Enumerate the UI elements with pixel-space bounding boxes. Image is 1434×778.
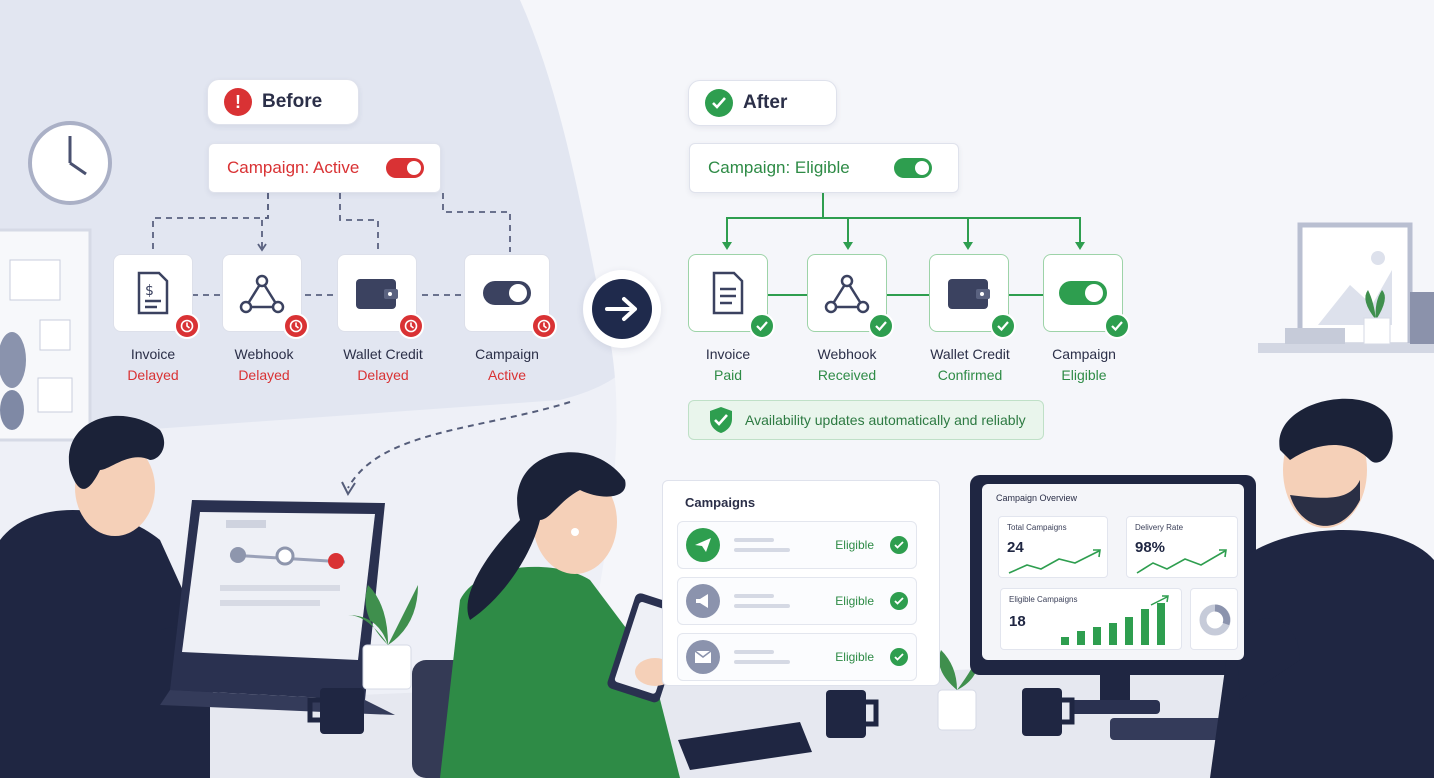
send-icon xyxy=(686,528,720,562)
campaigns-panel: Campaigns Eligible Eligible Eligible xyxy=(662,480,940,686)
check-icon xyxy=(868,313,894,339)
arrow-right-icon xyxy=(605,297,637,321)
before-campaign-status: Campaign: Active xyxy=(208,143,441,193)
campaign-row[interactable]: Eligible xyxy=(677,521,917,569)
svg-text:$: $ xyxy=(145,283,154,299)
after-webhook-node xyxy=(807,254,894,339)
after-campaign-status: Campaign: Eligible xyxy=(689,143,959,193)
webhook-icon xyxy=(239,274,285,314)
before-wallet-node xyxy=(337,254,424,339)
mail-icon xyxy=(686,640,720,674)
overview-title: Campaign Overview xyxy=(996,493,1078,503)
clock-icon xyxy=(531,313,557,339)
check-circle-icon xyxy=(705,89,733,117)
check-icon xyxy=(990,313,1016,339)
campaigns-panel-title: Campaigns xyxy=(685,495,756,510)
check-icon xyxy=(890,648,908,666)
toggle-icon xyxy=(894,158,932,178)
total-campaigns-card: Total Campaigns 24 xyxy=(998,516,1108,578)
before-heading: ! Before xyxy=(207,79,359,125)
wall-clock-icon xyxy=(28,121,112,205)
shield-check-icon xyxy=(710,407,732,433)
toggle-icon xyxy=(483,281,531,305)
invoice-icon: $ xyxy=(137,271,169,315)
clock-icon xyxy=(398,313,424,339)
check-icon xyxy=(890,592,908,610)
trend-up-icon xyxy=(1136,549,1227,574)
eligible-campaigns-card: Eligible Campaigns 18 xyxy=(1000,588,1182,650)
before-webhook-node xyxy=(222,254,309,339)
bar-chart-icon xyxy=(1061,595,1169,645)
toggle-icon xyxy=(386,158,424,178)
wallet-icon xyxy=(356,279,398,309)
campaign-overview-screen: Campaign Overview Total Campaigns 24 Del… xyxy=(982,484,1244,660)
availability-note: Availability updates automatically and r… xyxy=(688,400,1044,440)
delivery-rate-card: Delivery Rate 98% xyxy=(1126,516,1238,578)
before-campaign-node xyxy=(464,254,557,339)
check-icon xyxy=(1104,313,1130,339)
megaphone-icon xyxy=(686,584,720,618)
campaign-row[interactable]: Eligible xyxy=(677,633,917,681)
invoice-icon xyxy=(712,271,744,315)
after-campaign-node xyxy=(1043,254,1130,339)
alert-icon: ! xyxy=(224,88,252,116)
campaign-row[interactable]: Eligible xyxy=(677,577,917,625)
check-icon xyxy=(890,536,908,554)
after-wallet-node xyxy=(929,254,1016,339)
clock-icon xyxy=(283,313,309,339)
transition-arrow xyxy=(583,270,661,348)
toggle-icon xyxy=(1059,281,1107,305)
after-invoice-node xyxy=(688,254,775,339)
wallet-icon xyxy=(948,279,990,309)
before-invoice-node: $ xyxy=(113,254,200,339)
donut-card xyxy=(1190,588,1238,650)
donut-chart-icon xyxy=(1199,604,1231,636)
webhook-icon xyxy=(824,274,870,314)
trend-up-icon xyxy=(1008,549,1101,574)
after-heading: After xyxy=(688,80,837,126)
clock-icon xyxy=(174,313,200,339)
check-icon xyxy=(749,313,775,339)
